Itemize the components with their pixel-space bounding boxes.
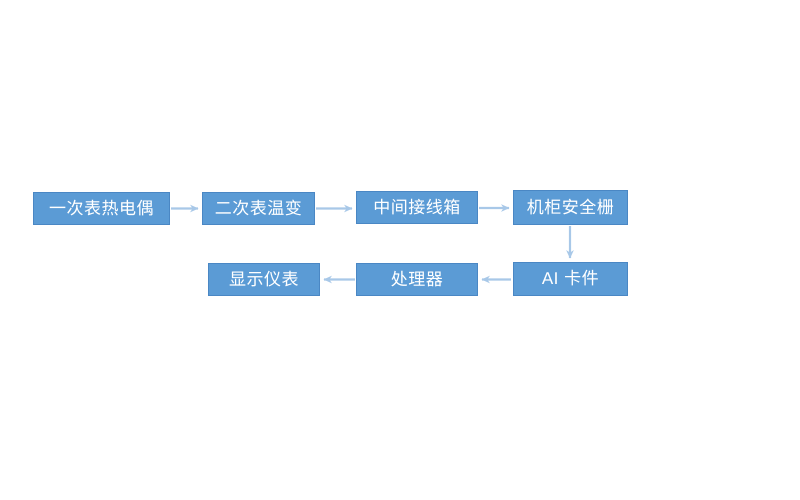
node-ai-card[interactable]: AI 卡件: [513, 262, 628, 296]
node-cabinet-safety-barrier[interactable]: 机柜安全栅: [513, 190, 628, 225]
node-junction-box[interactable]: 中间接线箱: [356, 191, 478, 224]
node-display-instrument[interactable]: 显示仪表: [208, 263, 320, 296]
node-label: 机柜安全栅: [526, 197, 615, 217]
node-label: 二次表温变: [214, 198, 303, 218]
node-label: 中间接线箱: [373, 197, 461, 217]
node-label: AI 卡件: [541, 269, 600, 288]
node-label: 显示仪表: [229, 269, 299, 289]
node-label: 处理器: [390, 269, 444, 289]
node-secondary-transmitter[interactable]: 二次表温变: [202, 192, 315, 225]
node-primary-thermocouple[interactable]: 一次表热电偶: [33, 192, 170, 225]
node-processor[interactable]: 处理器: [356, 263, 478, 296]
node-label: 一次表热电偶: [49, 198, 154, 218]
